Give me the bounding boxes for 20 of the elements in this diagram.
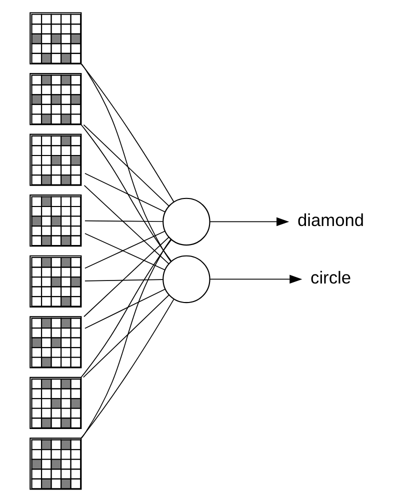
node-circle <box>162 255 210 304</box>
connector <box>81 238 172 438</box>
connector <box>84 220 164 222</box>
connector <box>84 288 166 329</box>
connector <box>84 279 164 282</box>
connector <box>84 185 170 264</box>
node-text: circle <box>310 267 352 288</box>
node-circle <box>162 198 210 246</box>
connector <box>80 124 172 262</box>
connector <box>80 298 174 439</box>
node-text: diamond <box>297 210 364 230</box>
arrow <box>210 217 290 226</box>
connector <box>84 172 166 212</box>
connector <box>80 239 172 378</box>
connector <box>82 294 170 378</box>
connector <box>84 236 170 318</box>
connector <box>80 63 174 202</box>
connector <box>81 64 172 262</box>
connector <box>83 124 170 207</box>
arrow <box>210 274 302 284</box>
